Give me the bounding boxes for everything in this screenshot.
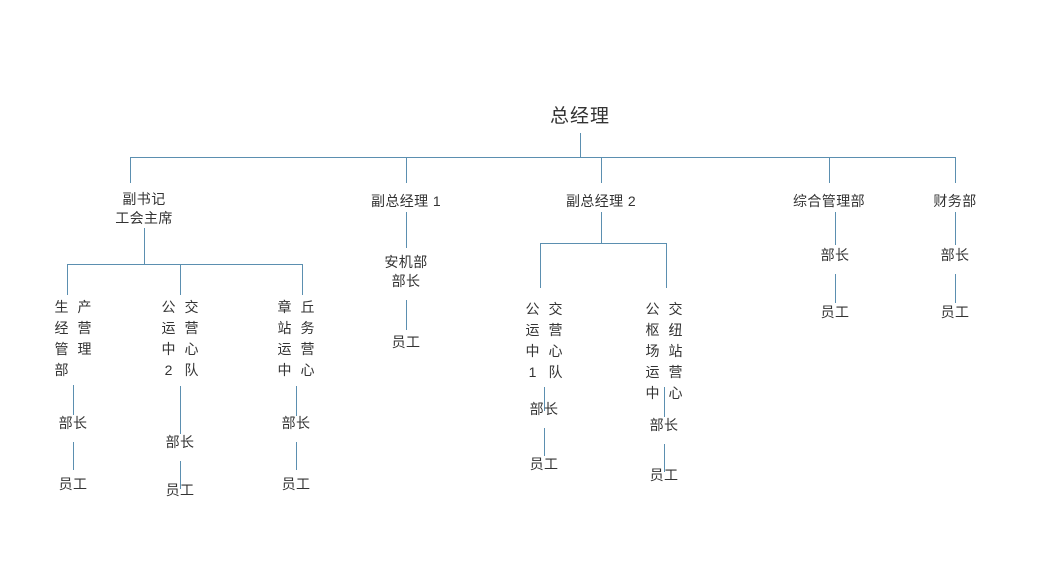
- connector-production-director-to-staff: [73, 442, 74, 470]
- connector-deputy-gm-2-bus: [540, 243, 666, 244]
- node-bus-team1-staff: 员工: [530, 455, 559, 474]
- node-label-col2: 交 纽 站 营 心: [668, 301, 683, 401]
- node-general-manager: 总经理: [550, 105, 610, 129]
- connector-deputy-secretary-bus: [67, 264, 303, 265]
- node-label: 部长: [529, 401, 559, 417]
- connector-bus-team2-to-director: [180, 386, 181, 434]
- node-label-col2: 交 营 心 队: [184, 299, 199, 378]
- node-label: 员工: [391, 334, 421, 350]
- node-label-col1: 公 运 中 2: [161, 299, 176, 378]
- node-label-line1: 副书记: [122, 191, 166, 207]
- node-bus-hub-staff: 员工: [650, 466, 679, 485]
- node-label-director: 部长: [391, 273, 421, 289]
- node-label: 部长: [940, 247, 970, 263]
- node-bus-team1-director: 部长: [530, 400, 559, 419]
- connector-deputy-gm-2-stem: [601, 212, 602, 243]
- node-bus-operations-center-team-1: 公 运 中 1 交 营 心 队: [526, 299, 563, 383]
- connector-bus-hub-to-director: [664, 387, 665, 417]
- node-label: 员工: [281, 476, 311, 492]
- connector-finance-director-to-staff: [955, 274, 956, 303]
- connector-bus-team2-director-to-staff: [180, 461, 181, 489]
- node-label: 员工: [820, 304, 850, 320]
- node-zhangqiu-staff: 员工: [282, 475, 311, 494]
- connector-zhangqiu-director-to-staff: [296, 442, 297, 470]
- node-label: 员工: [649, 467, 679, 483]
- node-label: 员工: [529, 456, 559, 472]
- node-finance-staff: 员工: [941, 303, 970, 322]
- node-label-col1: 生 经 管 部: [54, 299, 69, 378]
- node-deputy-gm-1: 副总经理 1: [371, 192, 441, 211]
- node-label: 部长: [165, 434, 195, 450]
- node-finance-director: 部长: [941, 246, 970, 265]
- node-label: 部长: [820, 247, 850, 263]
- node-bus-operations-center-team-2: 公 运 中 2 交 营 心 队: [162, 297, 199, 381]
- connector-zhangqiu-to-director: [296, 386, 297, 416]
- connector-production-dept-to-director: [73, 385, 74, 415]
- node-production-dept-director: 部长: [59, 414, 88, 433]
- node-label-col2: 丘 务 营 心: [300, 299, 315, 378]
- node-label: 部长: [649, 417, 679, 433]
- connector-general-admin-stem: [835, 212, 836, 245]
- node-bus-hub-director: 部长: [650, 416, 679, 435]
- connector-root-stem: [580, 133, 581, 157]
- node-label-col2: 交 营 心 队: [548, 301, 563, 380]
- node-safety-dept-staff: 员工: [392, 333, 421, 352]
- node-zhangqiu-director: 部长: [282, 414, 311, 433]
- node-production-dept-staff: 员工: [59, 475, 88, 494]
- node-bus-team2-staff: 员工: [166, 481, 195, 500]
- node-label: 财务部: [933, 193, 977, 209]
- node-label-col1: 章 站 运 中: [277, 299, 292, 378]
- node-finance-dept: 财务部: [933, 192, 976, 211]
- connector-drop-bus-operations-center-team-1: [540, 243, 541, 288]
- node-safety-machinery-dept: 安机部 部长: [384, 253, 427, 291]
- node-deputy-secretary: 副书记 工会主席: [115, 190, 173, 228]
- node-label: 总经理: [549, 106, 611, 127]
- node-label-col2: 产 营 理: [77, 299, 92, 357]
- connector-drop-production-operations-mgmt-dept: [67, 264, 68, 295]
- node-label: 员工: [165, 482, 195, 498]
- node-label: 综合管理部: [793, 193, 865, 209]
- node-general-admin-director: 部长: [821, 246, 850, 265]
- connector-bus-team1-to-director: [544, 387, 545, 411]
- connector-bus-hub-director-to-staff: [664, 444, 665, 472]
- node-label: 部长: [281, 415, 311, 431]
- node-bus-hub-station-operations-center: 公 枢 场 运 中 交 纽 站 营 心: [646, 299, 683, 404]
- node-bus-team2-director: 部长: [166, 433, 195, 452]
- connector-drop-general-admin-dept: [829, 157, 830, 183]
- node-label: 副总经理 2: [565, 193, 637, 209]
- node-general-admin-staff: 员工: [821, 303, 850, 322]
- node-general-admin-dept: 综合管理部: [793, 192, 865, 211]
- connector-drop-bus-operations-center-team-2: [180, 264, 181, 295]
- node-zhangqiu-station-operations-center: 章 站 运 中 丘 务 营 心: [278, 297, 315, 381]
- node-label-col1: 公 枢 场 运 中: [645, 301, 660, 401]
- connector-bus-team1-director-to-staff: [544, 428, 545, 456]
- node-label: 员工: [940, 304, 970, 320]
- node-label: 部长: [58, 415, 88, 431]
- node-label-line2: 工会主席: [115, 210, 173, 226]
- connector-drop-zhangqiu-station-operations-center: [302, 264, 303, 295]
- node-deputy-gm-2: 副总经理 2: [566, 192, 636, 211]
- connector-drop-finance-dept: [955, 157, 956, 183]
- connector-deputy-secretary-stem: [144, 228, 145, 264]
- connector-safety-dept-to-staff: [406, 300, 407, 330]
- connector-drop-deputy-secretary: [130, 157, 131, 183]
- connector-finance-stem: [955, 212, 956, 245]
- connector-drop-deputy-gm-1: [406, 157, 407, 183]
- connector-drop-bus-hub-station-operations-center: [666, 243, 667, 288]
- connector-drop-deputy-gm-2: [601, 157, 602, 183]
- node-label: 副总经理 1: [370, 193, 442, 209]
- node-label-col1: 公 运 中 1: [525, 301, 540, 380]
- node-label: 安机部: [384, 254, 428, 270]
- connector-general-admin-director-to-staff: [835, 274, 836, 303]
- connector-deputy-gm-1-stem: [406, 212, 407, 248]
- node-production-operations-mgmt-dept: 生 经 管 部 产 营 理: [55, 297, 92, 381]
- connector-main-bus: [130, 157, 956, 158]
- node-label: 员工: [58, 476, 88, 492]
